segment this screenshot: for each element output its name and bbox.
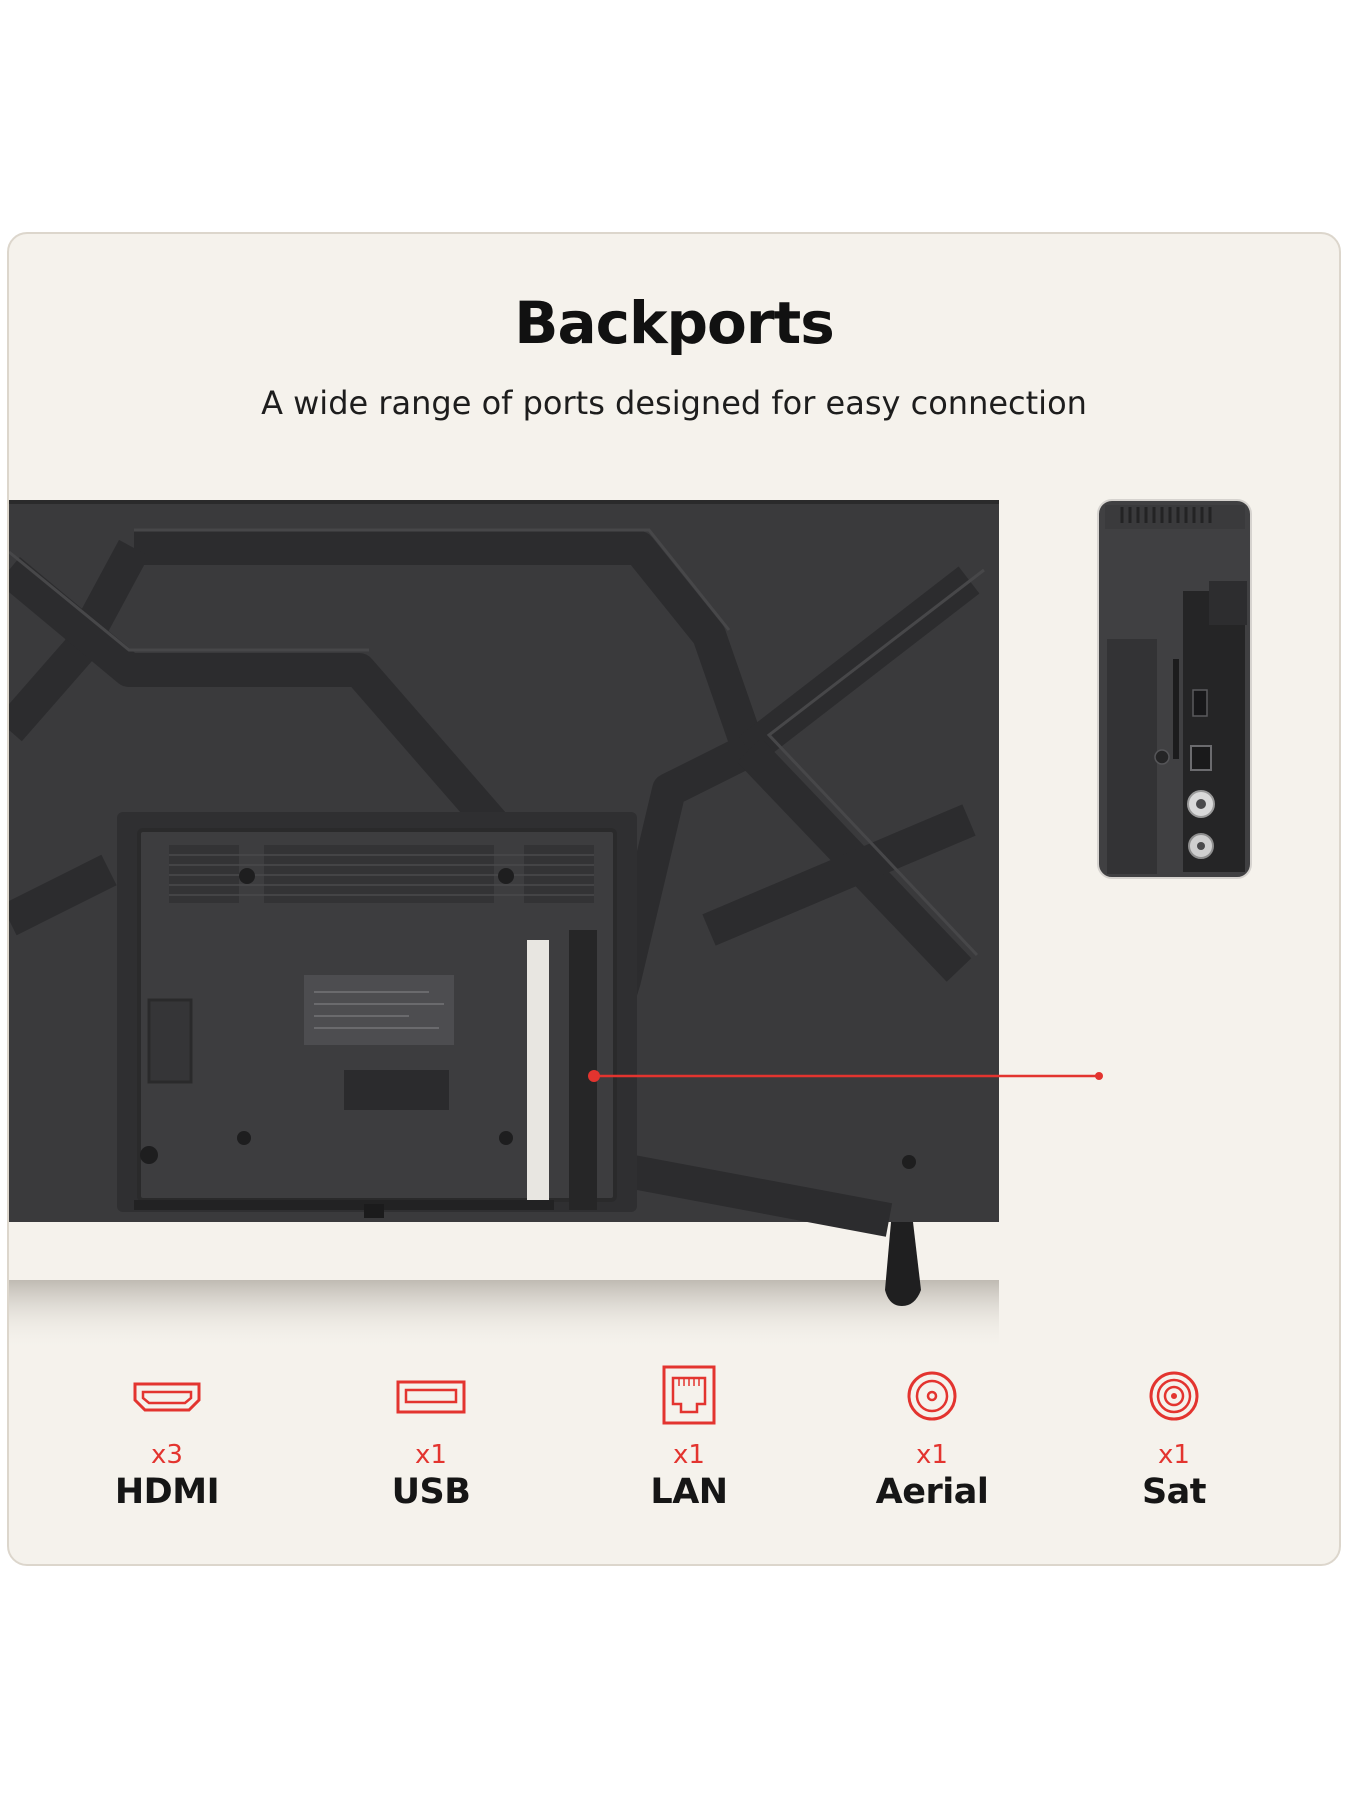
page-subtitle: A wide range of ports designed for easy … — [261, 384, 1087, 422]
port-count: x3 — [151, 1440, 183, 1470]
port-item-aerial: x1 Aerial — [832, 1364, 1032, 1512]
port-item-hdmi: x3 HDMI — [67, 1364, 267, 1512]
sat-icon — [1149, 1371, 1199, 1421]
port-name: USB — [391, 1472, 471, 1512]
backports-card: Backports A wide range of ports designed… — [7, 232, 1341, 1566]
port-count: x1 — [1158, 1440, 1190, 1470]
port-item-sat: x1 Sat — [1074, 1364, 1274, 1512]
page-title: Backports — [514, 289, 835, 357]
lan-icon — [662, 1365, 716, 1425]
port-name: LAN — [650, 1472, 728, 1512]
port-item-lan: x1 LAN — [589, 1364, 789, 1512]
hdmi-icon — [133, 1382, 201, 1412]
side-port-panel-lower — [1183, 654, 1245, 872]
port-name: HDMI — [114, 1472, 220, 1512]
port-name: Sat — [1141, 1472, 1207, 1512]
port-item-usb: x1 USB — [331, 1364, 531, 1512]
port-name: Aerial — [875, 1472, 989, 1512]
port-count: x1 — [415, 1440, 447, 1470]
aerial-icon — [907, 1371, 957, 1421]
port-count: x1 — [916, 1440, 948, 1470]
usb-icon — [396, 1380, 466, 1414]
port-legend: x3 HDMI x1 USB x1 LAN — [9, 1364, 1339, 1564]
port-count: x1 — [673, 1440, 705, 1470]
tv-rear-image — [9, 500, 999, 1350]
